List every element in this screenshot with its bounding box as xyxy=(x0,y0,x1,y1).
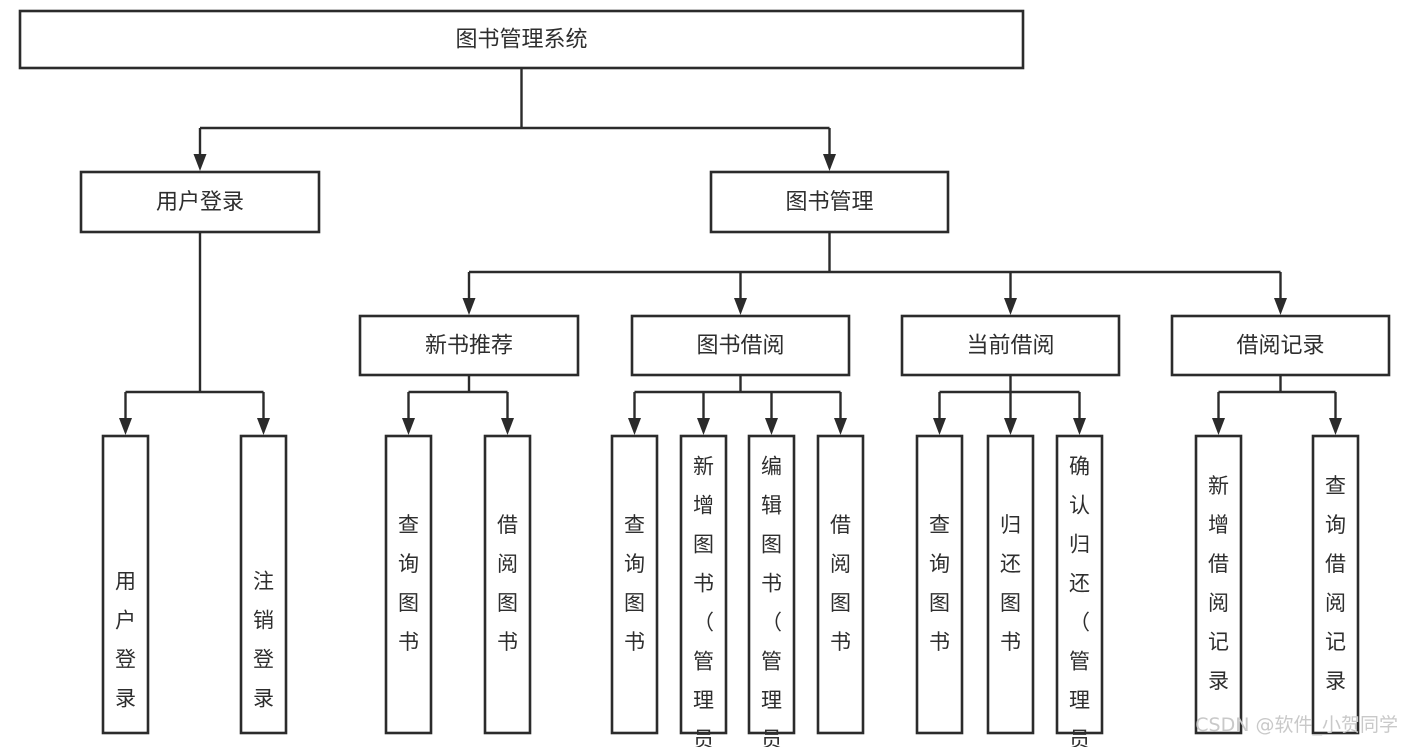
node-box xyxy=(18,9,1025,70)
node-box xyxy=(816,434,865,735)
arrow-head-icon xyxy=(1073,418,1086,435)
node-label: 新书推荐 xyxy=(425,334,513,359)
arrow-head-icon xyxy=(257,418,270,435)
node-box xyxy=(101,434,150,735)
node-box xyxy=(239,434,288,735)
node-leaf-query-book-1[interactable]: 查询图书 xyxy=(384,434,433,735)
arrow-head-icon xyxy=(1004,298,1017,315)
connector-layer xyxy=(119,68,1342,435)
node-label: 确认归还（管理员） xyxy=(1069,455,1090,747)
arrow-head-icon xyxy=(734,298,747,315)
node-label: 用户登录 xyxy=(156,190,244,215)
node-label: 查询图书 xyxy=(929,513,950,654)
arrow-head-icon xyxy=(1274,298,1287,315)
arrow-head-icon xyxy=(1004,418,1017,435)
arrow-head-icon xyxy=(119,418,132,435)
node-label: 查询图书 xyxy=(398,513,419,654)
node-box xyxy=(986,434,1035,735)
node-box xyxy=(1055,434,1104,735)
node-label: 查询图书 xyxy=(624,513,645,654)
arrow-head-icon xyxy=(501,418,514,435)
node-label: 注销登录 xyxy=(253,570,274,711)
node-box xyxy=(679,434,728,735)
connector-group-records xyxy=(1212,375,1342,435)
node-records[interactable]: 借阅记录 xyxy=(1170,314,1391,377)
node-leaf-edit-book[interactable]: 编辑图书（管理员） xyxy=(747,434,796,747)
arrow-head-icon xyxy=(628,418,641,435)
arrow-head-icon xyxy=(823,154,836,171)
node-box xyxy=(900,314,1121,377)
node-label: 图书借阅 xyxy=(696,334,784,359)
node-leaf-query-record[interactable]: 查询借阅记录 xyxy=(1311,434,1360,735)
node-leaf-confirm-return[interactable]: 确认归还（管理员） xyxy=(1055,434,1104,747)
connector-group-newbook xyxy=(402,375,514,435)
node-label: 归还图书 xyxy=(1000,513,1021,654)
arrow-head-icon xyxy=(834,418,847,435)
node-box xyxy=(709,170,950,234)
node-label: 图书管理系统 xyxy=(455,28,587,53)
node-label: 新增借阅记录 xyxy=(1208,474,1229,693)
connector-group-current xyxy=(933,375,1086,435)
node-leaf-query-book-3[interactable]: 查询图书 xyxy=(915,434,964,735)
arrow-head-icon xyxy=(1212,418,1225,435)
node-box xyxy=(630,314,851,377)
arrow-head-icon xyxy=(462,298,476,315)
node-box xyxy=(1311,434,1360,735)
node-box xyxy=(1170,314,1391,377)
node-box xyxy=(384,434,433,735)
node-label: 编辑图书（管理员） xyxy=(761,455,782,747)
arrow-head-icon xyxy=(697,418,710,435)
connector-group-login xyxy=(119,232,270,435)
node-borrow[interactable]: 图书借阅 xyxy=(630,314,851,377)
node-layer: 图书管理系统用户登录图书管理新书推荐图书借阅当前借阅借阅记录用户登录注销登录查询… xyxy=(18,9,1391,747)
node-leaf-logout[interactable]: 注销登录 xyxy=(239,434,288,735)
node-label: 查询借阅记录 xyxy=(1325,474,1346,693)
node-login[interactable]: 用户登录 xyxy=(79,170,321,234)
arrow-head-icon xyxy=(193,154,207,171)
node-box xyxy=(915,434,964,735)
node-leaf-query-book-2[interactable]: 查询图书 xyxy=(610,434,659,735)
node-box xyxy=(483,434,532,735)
node-box xyxy=(358,314,580,377)
connector-group-bookmgmt xyxy=(462,232,1287,315)
node-leaf-add-book[interactable]: 新增图书（管理员） xyxy=(679,434,728,747)
node-leaf-return-book[interactable]: 归还图书 xyxy=(986,434,1035,735)
connector-group-borrow xyxy=(628,375,847,435)
node-label: 借阅记录 xyxy=(1236,334,1324,359)
node-leaf-borrow-book-1[interactable]: 借阅图书 xyxy=(483,434,532,735)
node-leaf-borrow-book-2[interactable]: 借阅图书 xyxy=(816,434,865,735)
arrow-head-icon xyxy=(765,418,778,435)
node-leaf-add-record[interactable]: 新增借阅记录 xyxy=(1194,434,1243,735)
node-box xyxy=(1194,434,1243,735)
arrow-head-icon xyxy=(402,418,415,435)
node-current[interactable]: 当前借阅 xyxy=(900,314,1121,377)
node-box xyxy=(79,170,321,234)
csdn-watermark: CSDN @软件_小贺同学 xyxy=(1195,714,1398,736)
node-label: 当前借阅 xyxy=(966,334,1054,359)
node-label: 借阅图书 xyxy=(830,513,851,654)
connector-group-root xyxy=(193,68,836,171)
node-box xyxy=(747,434,796,735)
node-newbook[interactable]: 新书推荐 xyxy=(358,314,580,377)
node-label: 借阅图书 xyxy=(497,513,518,654)
node-leaf-user-login[interactable]: 用户登录 xyxy=(101,434,150,735)
node-label: 图书管理 xyxy=(785,190,873,215)
arrow-head-icon xyxy=(933,418,946,435)
node-label: 用户登录 xyxy=(115,570,136,711)
node-box xyxy=(610,434,659,735)
arrow-head-icon xyxy=(1329,418,1342,435)
node-root[interactable]: 图书管理系统 xyxy=(18,9,1025,70)
node-label: 新增图书（管理员） xyxy=(693,455,714,747)
node-bookmgmt[interactable]: 图书管理 xyxy=(709,170,950,234)
